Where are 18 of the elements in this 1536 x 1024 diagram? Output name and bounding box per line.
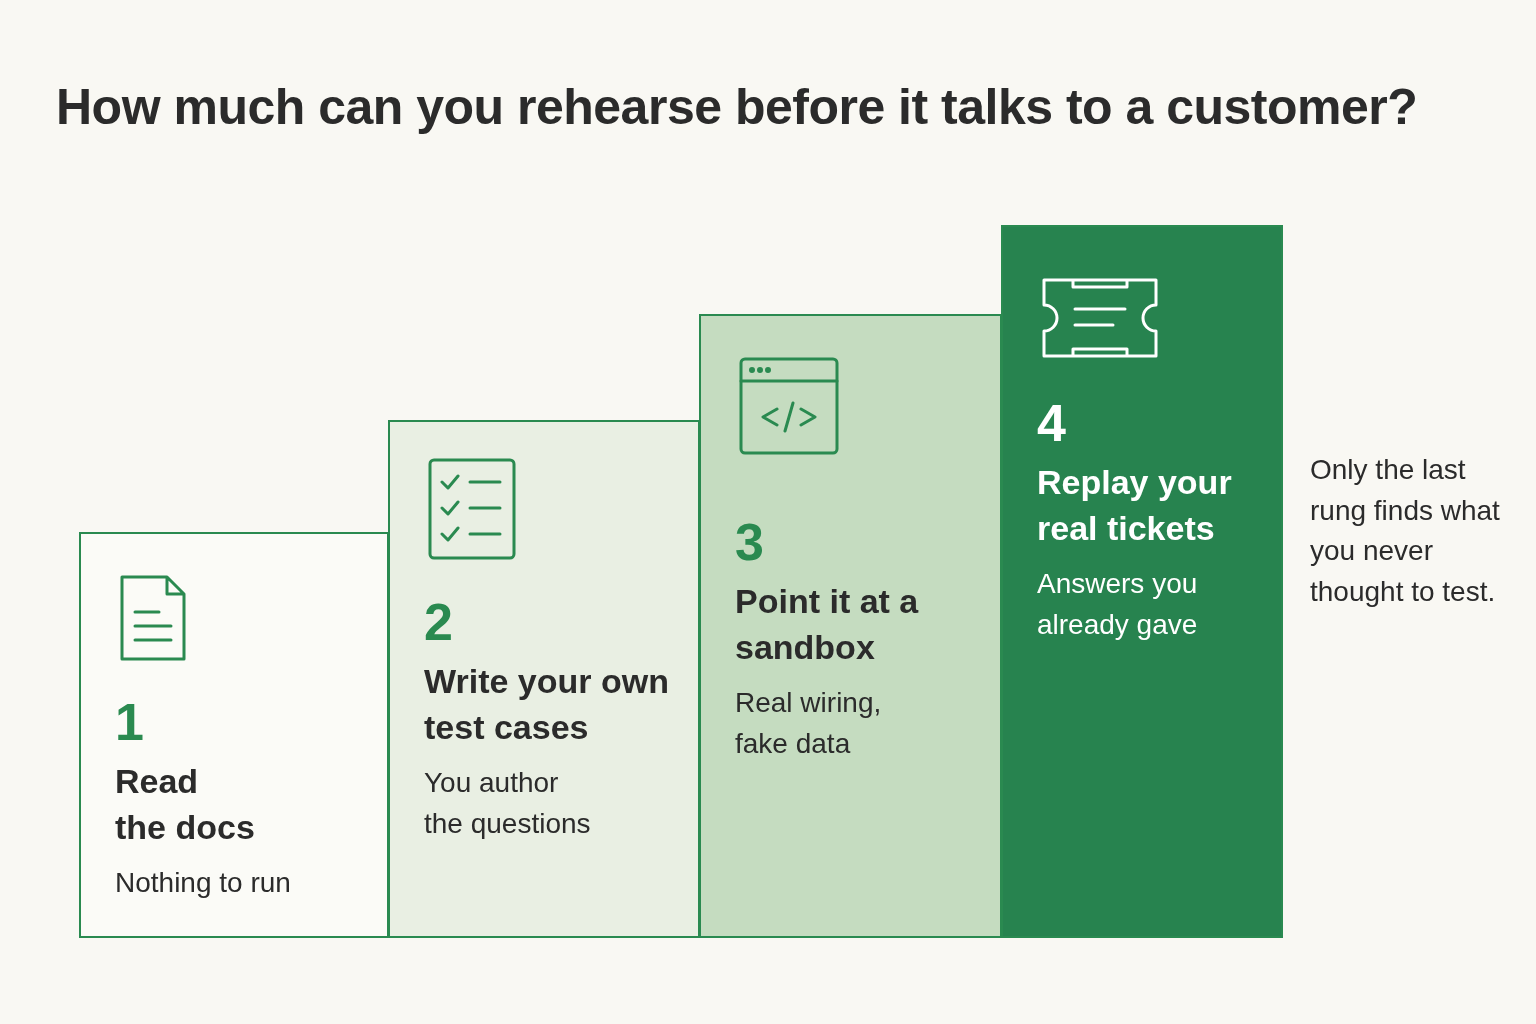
step-number: 2 <box>424 594 453 652</box>
note-text: Only the last rung finds what you never thought to test. <box>1310 453 1501 609</box>
title: How much can you rehearse before it talks to a customer? <box>56 78 1418 136</box>
step-heading: Write your own test cases <box>424 661 670 749</box>
step-description: Nothing to run <box>115 865 291 900</box>
step-card <box>1001 225 1283 938</box>
step-heading: Replay your real tickets <box>1037 462 1233 550</box>
step-number: 4 <box>1037 395 1066 453</box>
step-card <box>699 314 1002 938</box>
step-heading: Read the docs <box>115 761 256 849</box>
step-number: 3 <box>735 514 764 572</box>
step-card <box>79 532 389 938</box>
step-description: Answers you already gave <box>1037 566 1199 642</box>
step-number: 1 <box>115 694 144 752</box>
step-card <box>388 420 700 938</box>
step-heading: Point it at a sandbox <box>735 581 920 669</box>
step-description: Real wiring, fake data <box>735 685 883 761</box>
step-description: You author the questions <box>424 765 592 841</box>
